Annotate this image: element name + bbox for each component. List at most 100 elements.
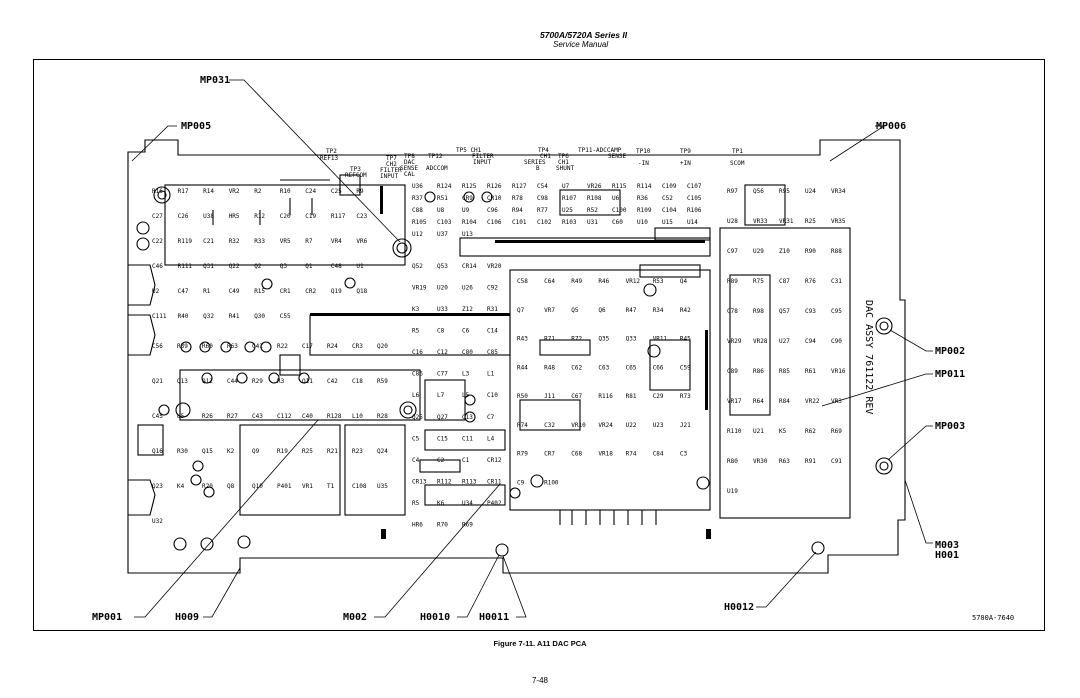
component-designator: C47 [178, 288, 189, 295]
component-designator: C46 [152, 263, 163, 270]
component-designator: Q13 [177, 378, 188, 385]
drawing-number: 5700A-7640 [972, 614, 1014, 622]
component-designator: Q18 [356, 288, 367, 295]
component-designator: U13 [462, 231, 473, 238]
component-designator: Q1 [305, 263, 313, 270]
component-designator: U10 [637, 219, 648, 226]
component-designator: C68 [571, 451, 582, 458]
svg-text:TP12: TP12 [428, 153, 443, 160]
component-designator: C66 [653, 364, 664, 371]
component-designator: VR7 [544, 307, 555, 314]
component-designator: VR3 [831, 398, 842, 405]
svg-text:CH1: CH1 [540, 153, 551, 160]
component-designator: R26 [202, 413, 213, 420]
component-designator: R72 [571, 336, 582, 343]
component-designator: K3 [412, 306, 420, 313]
component-designator: R97 [727, 188, 738, 195]
component-designator: VR4 [331, 238, 342, 245]
component-designator: L10 [352, 413, 363, 420]
component-designator: C106 [487, 219, 502, 226]
component-designator: R75 [753, 278, 764, 285]
callout-h0010: H0010 [420, 612, 450, 623]
component-designator: C102 [537, 219, 552, 226]
component-designator: R109 [637, 207, 652, 214]
component-designator: R52 [587, 207, 598, 214]
component-designator: CR11 [487, 478, 502, 485]
component-designator: U9 [462, 207, 470, 214]
component-designator: U21 [753, 428, 764, 435]
component-designator: C16 [412, 349, 423, 356]
component-designator: R24 [327, 343, 338, 350]
component-designator: R15 [254, 288, 265, 295]
callout-mp001: MP001 [92, 612, 122, 623]
component-designator: C2 [437, 457, 445, 464]
component-designator: C32 [544, 422, 555, 429]
component-designator: R28 [377, 413, 388, 420]
component-designator: L6 [412, 392, 420, 399]
component-designator: C85 [487, 349, 498, 356]
component-designator: R124 [437, 183, 452, 190]
component-designator: C22 [152, 238, 163, 245]
component-designator: R106 [687, 207, 702, 214]
component-designator: R103 [562, 219, 577, 226]
component-designator: R74 [517, 422, 528, 429]
callout-m002: M002 [343, 612, 367, 623]
component-designator: R81 [626, 393, 637, 400]
component-designator: CR3 [352, 343, 363, 350]
svg-text:B: B [536, 165, 540, 172]
svg-text:TP8: TP8 [404, 153, 415, 160]
figure-frame [33, 59, 1045, 631]
component-designator: R30 [177, 448, 188, 455]
component-designator: R5 [412, 328, 420, 335]
component-designator: C55 [280, 313, 291, 320]
component-designator: R76 [805, 278, 816, 285]
component-designator: Q20 [377, 343, 388, 350]
component-designator: R113 [462, 478, 477, 485]
component-designator: U32 [152, 518, 163, 525]
component-designator: U27 [779, 338, 790, 345]
component-designator: C44 [227, 378, 238, 385]
component-designator: C63 [598, 364, 609, 371]
callout-h0011: H0011 [479, 612, 509, 623]
component-designator: C52 [662, 195, 673, 202]
component-designator: U5 [177, 413, 185, 420]
callout-h001: H001 [935, 550, 959, 561]
mounting-hole-mp031 [392, 238, 412, 258]
component-designator: C104 [662, 207, 677, 214]
component-designator: C111 [152, 313, 167, 320]
component-designator: CR10 [487, 195, 502, 202]
callout-h0012: H0012 [724, 602, 754, 613]
component-designator: C97 [727, 248, 738, 255]
component-designator: R108 [587, 195, 602, 202]
component-designator: R49 [571, 278, 582, 285]
component-designator: C29 [653, 393, 664, 400]
component-designator: VR26 [587, 183, 602, 190]
manual-subtitle: Service Manual [553, 40, 609, 49]
component-designator: R111 [178, 263, 193, 270]
component-designator: Q2 [254, 263, 262, 270]
component-designator: L1 [487, 371, 495, 378]
component-designator: R107 [562, 195, 577, 202]
component-designator: R91 [805, 458, 816, 465]
component-designator: C45 [152, 413, 163, 420]
component-designator: R31 [487, 306, 498, 313]
svg-text:-IN: -IN [638, 160, 649, 167]
component-designator: R63 [779, 458, 790, 465]
component-designator: C42 [327, 378, 338, 385]
component-designator: R22 [277, 343, 288, 350]
component-designator: VR24 [598, 422, 613, 429]
mounting-hole-mp002 [875, 317, 893, 335]
svg-text:TP1: TP1 [732, 148, 743, 155]
svg-text:FILTER: FILTER [380, 167, 402, 174]
svg-text:SENSE: SENSE [400, 165, 418, 172]
component-designator: L4 [487, 435, 495, 442]
component-designator: U12 [412, 231, 423, 238]
component-designator: CR9 [462, 195, 473, 202]
component-designator: CR7 [544, 451, 555, 458]
component-designator: C88 [412, 207, 423, 214]
component-designator: R85 [779, 368, 790, 375]
component-designator: R19 [277, 448, 288, 455]
component-designator: Q52 [412, 263, 423, 270]
component-designator: VR16 [831, 368, 846, 375]
